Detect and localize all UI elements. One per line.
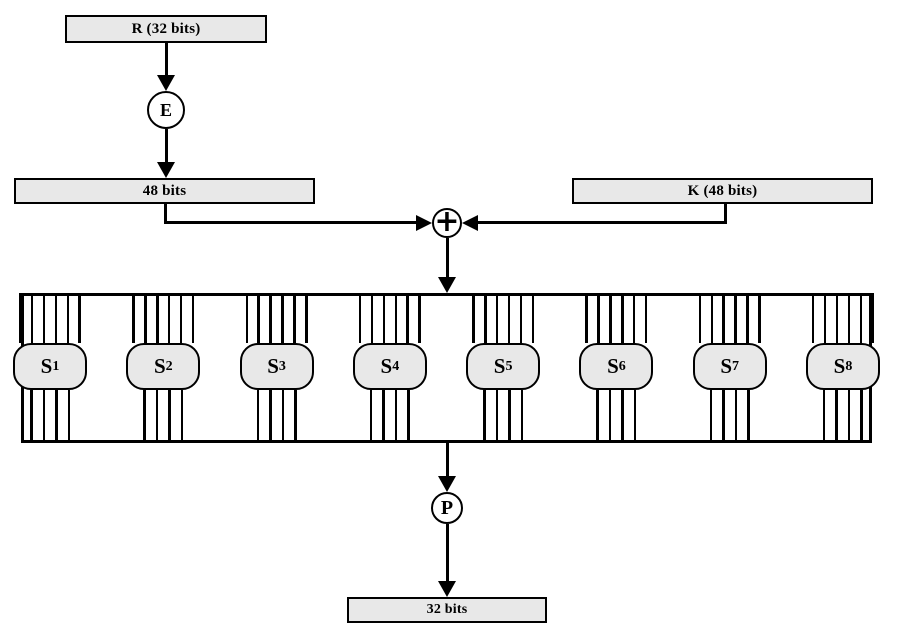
arrow-shaft bbox=[445, 443, 449, 480]
sbox-output-lines bbox=[240, 390, 314, 443]
node-key: K (48 bits) bbox=[572, 178, 873, 204]
arrow-head-left-icon bbox=[462, 215, 478, 231]
node-48bits: 48 bits bbox=[14, 178, 315, 204]
arrow-head-down-icon bbox=[438, 581, 456, 597]
arrow-head-down-icon bbox=[438, 277, 456, 293]
sbox-input-lines bbox=[806, 293, 880, 343]
sbox-input-lines bbox=[13, 293, 87, 343]
connector-key-horizontal bbox=[478, 221, 727, 224]
sbox-input-lines bbox=[353, 293, 427, 343]
node-expansion-e: E bbox=[147, 91, 185, 129]
sbox-output-lines bbox=[13, 390, 87, 443]
arrow-shaft bbox=[445, 238, 449, 281]
node-xor: + bbox=[432, 203, 462, 239]
node-output-label: 32 bits bbox=[426, 602, 468, 617]
arrow-head-down-icon bbox=[157, 162, 175, 178]
connector-48bits-vertical bbox=[164, 204, 167, 224]
sbox-label: S bbox=[153, 354, 166, 378]
sbox-output-lines bbox=[806, 390, 880, 443]
sbox-label: S bbox=[380, 354, 393, 378]
sbox-input-lines bbox=[693, 293, 767, 343]
sbox-label: S bbox=[833, 354, 846, 378]
node-key-label: K (48 bits) bbox=[687, 182, 758, 199]
sbox-output-lines bbox=[466, 390, 540, 443]
arrow-head-down-icon bbox=[438, 476, 456, 492]
sbox-output-lines bbox=[353, 390, 427, 443]
sbox-output-lines bbox=[693, 390, 767, 443]
node-permutation-p: P bbox=[431, 492, 463, 524]
connector-48bits-horizontal bbox=[164, 221, 418, 224]
arrow-xor-to-sboxes bbox=[438, 238, 456, 293]
arrow-head-right-icon bbox=[416, 215, 432, 231]
node-48bits-label: 48 bits bbox=[142, 182, 187, 199]
sbox-label: S bbox=[267, 354, 279, 378]
node-output-32bits: 32 bits bbox=[347, 597, 547, 623]
sbox-label: S bbox=[493, 354, 506, 378]
arrow-head-down-icon bbox=[157, 75, 175, 91]
xor-plus-icon: + bbox=[434, 203, 460, 239]
connector-key-vertical bbox=[724, 204, 727, 224]
arrow-shaft bbox=[445, 524, 449, 585]
node-r-input-label: R (32 bits) bbox=[131, 20, 201, 37]
arrow-p-to-32bits bbox=[438, 524, 456, 597]
arrow-e-to-48bits bbox=[157, 129, 175, 178]
arrow-r-to-e bbox=[157, 43, 175, 91]
expansion-label: E bbox=[159, 99, 172, 120]
sbox-input-lines bbox=[466, 293, 540, 343]
sbox-input-lines bbox=[126, 293, 200, 343]
arrow-shaft bbox=[164, 129, 168, 166]
arrow-sboxes-to-p bbox=[438, 443, 456, 492]
sbox-output-lines bbox=[126, 390, 200, 443]
sbox-label: S bbox=[720, 354, 733, 378]
node-r-input: R (32 bits) bbox=[65, 15, 267, 43]
arrow-shaft bbox=[164, 43, 168, 79]
sbox-label: S bbox=[607, 354, 619, 378]
sbox-output-lines bbox=[579, 390, 653, 443]
permutation-label: P bbox=[440, 496, 454, 519]
sbox-label: S bbox=[40, 354, 53, 378]
sbox-input-lines bbox=[240, 293, 314, 343]
sbox-input-lines bbox=[579, 293, 653, 343]
